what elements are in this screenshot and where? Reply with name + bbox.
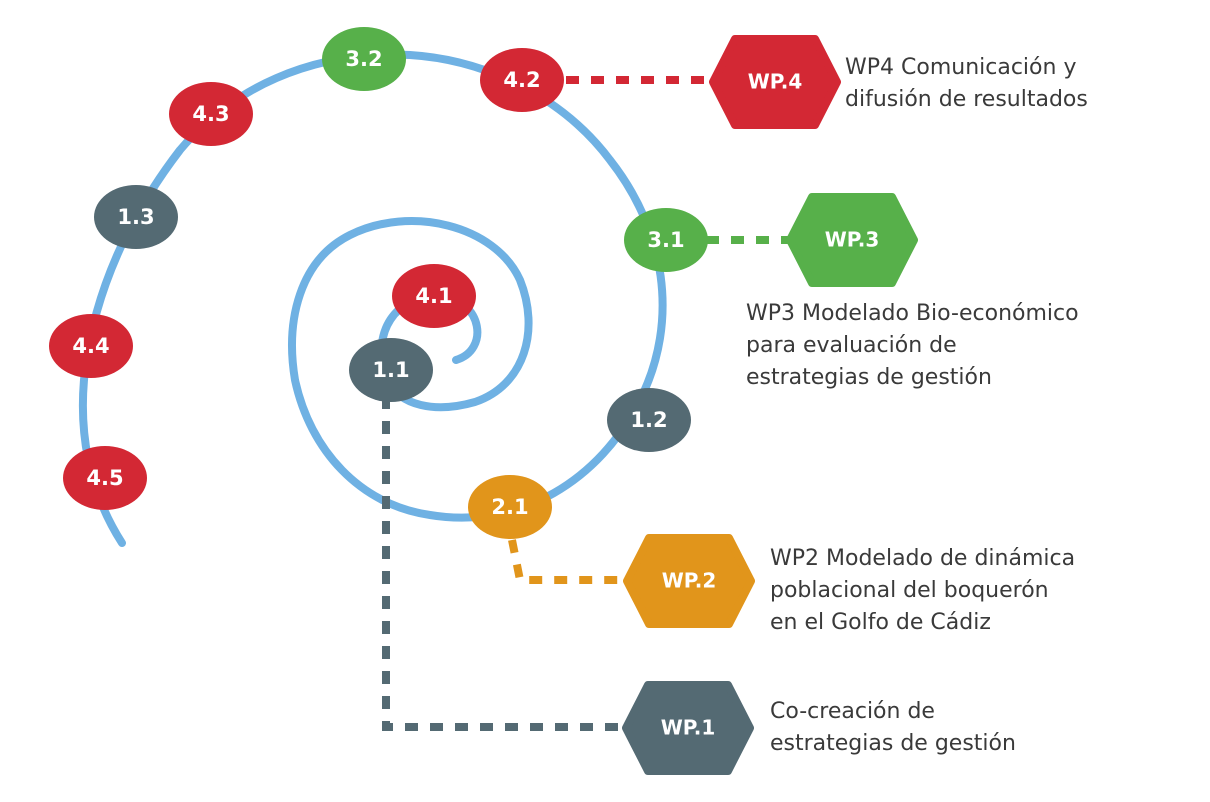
node-label: 4.1 <box>415 284 452 308</box>
node-label: 3.1 <box>647 228 684 252</box>
wp2-description-line: WP2 Modelado de dinámica <box>770 546 1076 571</box>
node-4-5: 4.5 <box>63 446 147 510</box>
wp4-label: WP.4 <box>748 70 803 94</box>
node-label: 1.2 <box>630 408 667 432</box>
node-4-3: 4.3 <box>169 82 253 146</box>
hexagon-shape <box>623 534 755 628</box>
node-1-2: 1.2 <box>607 388 691 452</box>
spiral-line <box>78 50 667 547</box>
node-shape <box>349 338 433 402</box>
wp1-description: Co-creación de estrategias de gestión <box>770 696 1016 760</box>
node-label: 3.2 <box>345 47 382 71</box>
wp4-description-line: WP4 Comunicación y <box>845 55 1077 80</box>
hexagon-shape <box>622 681 754 775</box>
connector-wp1 <box>382 396 626 731</box>
node-shape <box>480 48 564 112</box>
wp3-description: WP3 Modelado Bio-económico para evaluaci… <box>746 298 1079 394</box>
wp3-description-line: WP3 Modelado Bio-económico <box>746 301 1079 326</box>
node-shape <box>468 475 552 539</box>
node-4-1: 4.1 <box>392 264 476 328</box>
hexagon-shape <box>786 193 918 287</box>
wp3-description-line: para evaluación de <box>746 333 957 358</box>
node-4-4: 4.4 <box>49 314 133 378</box>
node-4-2: 4.2 <box>480 48 564 112</box>
node-shape <box>607 388 691 452</box>
node-shape <box>322 27 406 91</box>
node-layer: 3.2 4.2 4.3 1.3 3.1 4.4 4.1 1.1 1.2 4.5 2.1 <box>49 27 708 539</box>
node-1-3: 1.3 <box>94 185 178 249</box>
wp3-label: WP.3 <box>825 228 880 252</box>
node-label: 2.1 <box>491 495 528 519</box>
wp2-description-line: en el Golfo de Cádiz <box>770 610 991 635</box>
connector-wp2 <box>508 539 624 584</box>
node-label: 4.5 <box>86 466 123 490</box>
node-label: 1.1 <box>372 358 409 382</box>
node-shape <box>49 314 133 378</box>
wp1-badge: WP.1 <box>622 681 754 775</box>
hexagon-shape <box>709 35 841 129</box>
wp3-badge: WP.3 <box>786 193 918 287</box>
node-1-1: 1.1 <box>349 338 433 402</box>
wp4-description-line: difusión de resultados <box>845 87 1088 112</box>
wp1-description-line: estrategias de gestión <box>770 731 1016 756</box>
wp2-badge: WP.2 <box>623 534 755 628</box>
wp3-description-line: estrategias de gestión <box>746 365 992 390</box>
node-shape <box>624 208 708 272</box>
connector-lines <box>382 76 790 731</box>
node-label: 4.3 <box>192 102 229 126</box>
wp2-label: WP.2 <box>662 569 717 593</box>
wp4-description: WP4 Comunicación y difusión de resultado… <box>845 52 1088 116</box>
wp2-description-line: poblacional del boquerón <box>770 578 1049 603</box>
node-shape <box>63 446 147 510</box>
node-2-1: 2.1 <box>468 475 552 539</box>
node-shape <box>94 185 178 249</box>
workpackage-layer: WP.4WP.3WP.2WP.1 <box>622 35 918 775</box>
node-shape <box>392 264 476 328</box>
wp1-description-line: Co-creación de <box>770 699 935 724</box>
node-3-1: 3.1 <box>624 208 708 272</box>
node-label: 4.2 <box>503 68 540 92</box>
node-3-2: 3.2 <box>322 27 406 91</box>
node-label: 4.4 <box>72 334 109 358</box>
node-label: 1.3 <box>117 205 154 229</box>
node-shape <box>169 82 253 146</box>
wp2-description: WP2 Modelado de dinámica poblacional del… <box>770 543 1075 639</box>
wp4-badge: WP.4 <box>709 35 841 129</box>
wp1-label: WP.1 <box>661 716 716 740</box>
